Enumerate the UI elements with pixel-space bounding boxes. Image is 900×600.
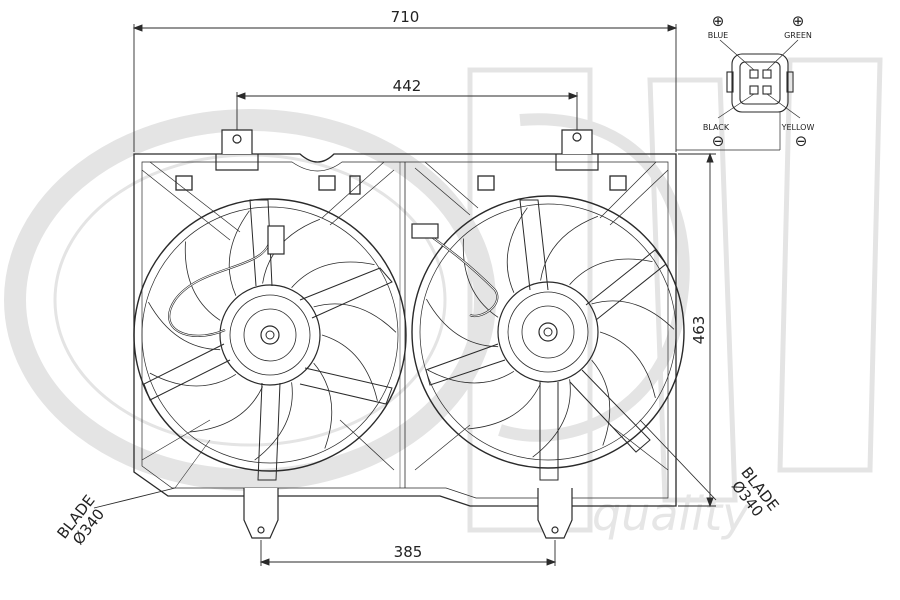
fan-blade [532,379,571,458]
fan-blade [313,303,397,333]
fan-blade [228,210,250,296]
yellow-minus-icon: ⊖ [795,132,808,150]
watermark-text: quality [592,487,750,541]
top-mount-lugs [215,129,599,171]
fan-blade [148,301,221,351]
pin-label-black: BLACK [703,123,730,132]
fan-blade [254,382,293,461]
pin-label-green: GREEN [784,31,812,40]
fan-blade [321,334,378,401]
blue-plus-icon: ⊕ [712,12,725,30]
dim-bottom-spacing: 385 [394,543,423,561]
dim-height: 463 [690,316,708,345]
fan-blade [149,372,237,387]
fan-blade [599,331,656,398]
fan-blade [467,383,541,430]
fan-blade [506,207,528,293]
fan-blade [291,261,375,288]
bottom-mount-lugs [243,488,573,539]
left-fan [133,198,407,481]
fan-blade [427,369,515,384]
right-fan [411,195,685,481]
fan-blade [540,215,599,281]
connector-pinout [676,39,801,151]
dim-overall-width: 710 [391,8,420,26]
right-fan-blades [426,207,675,458]
green-plus-icon: ⊕ [792,12,805,30]
black-minus-icon: ⊖ [712,132,725,150]
pin-label-yellow: YELLOW [781,123,815,132]
dim-mount-spacing: 442 [393,77,422,95]
shroud-frame [133,153,677,507]
blade-left-label: BLADE Ø340 [53,492,108,549]
watermark-logo [4,57,883,533]
fan-blade [426,298,499,348]
fan-blade [184,241,221,321]
fan-blade [189,386,263,433]
fan-blade [591,359,611,446]
fan-blade [462,238,499,318]
dimension-lines [93,24,717,566]
pin-label-blue: BLUE [708,31,728,40]
fan-blade [313,362,333,449]
fan-blade [569,258,653,285]
fan-blade [591,300,675,330]
